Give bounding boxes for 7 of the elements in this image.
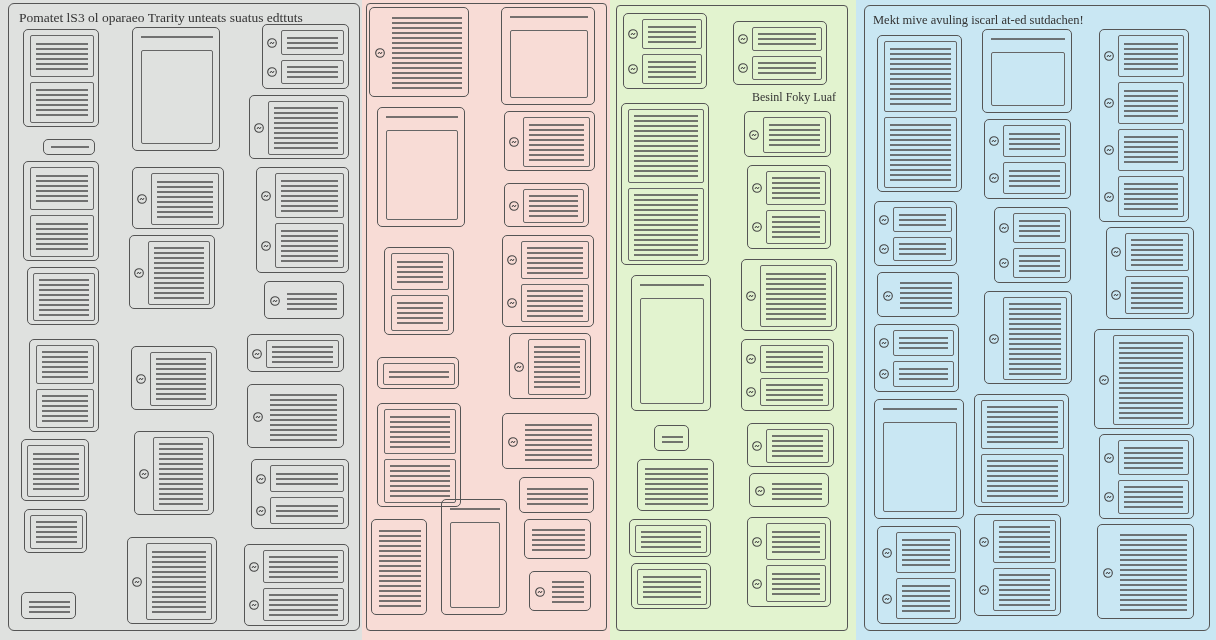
wireframe-panel	[864, 5, 1210, 631]
wireframe-panel	[8, 3, 360, 631]
section-label: Besinl Foky Luaf	[752, 90, 836, 105]
wireframe-panel	[366, 3, 607, 631]
wireframe-panel	[616, 5, 848, 631]
panel-heading: Pomatet lS3 ol oparaeo Trarity unteats suatus edttuts	[19, 10, 303, 27]
panel-heading: Mekt mive avuling iscarl at-ed sutdachen!	[873, 13, 1084, 28]
